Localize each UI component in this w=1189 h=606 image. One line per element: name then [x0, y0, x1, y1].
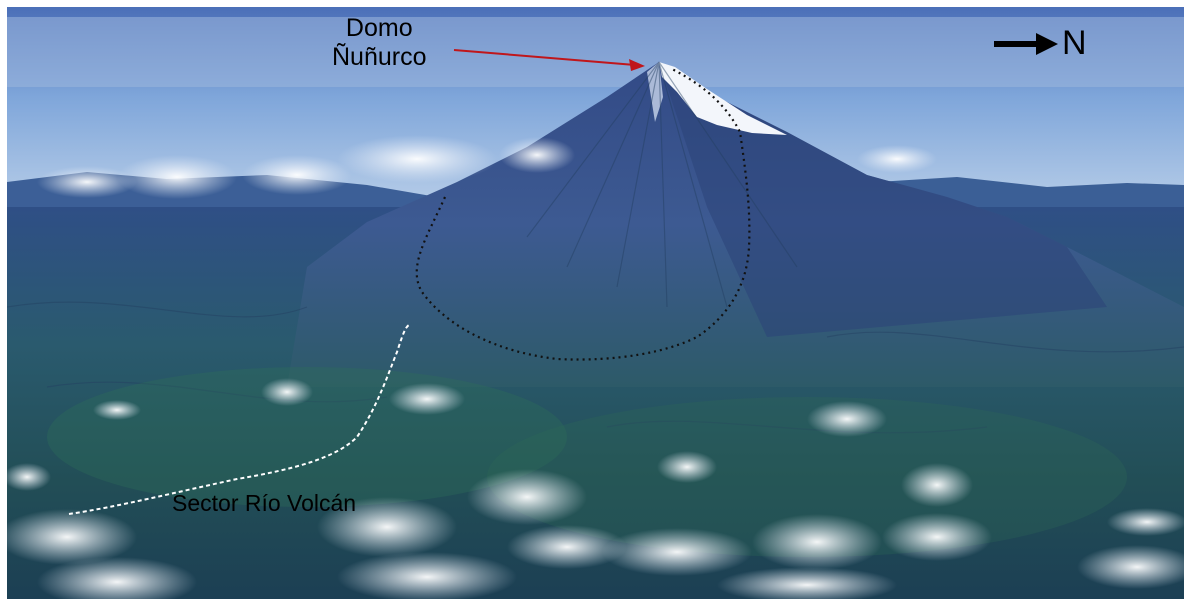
snow-cap [659, 62, 787, 135]
low-clouds [7, 378, 1184, 599]
sector-label: Sector Río Volcán [172, 490, 357, 516]
snow-streak [647, 62, 663, 122]
horizon-clouds [37, 135, 937, 199]
volcano-aerial-photo [7, 7, 1184, 599]
upper-cloud-band [7, 17, 1184, 87]
north-label: N [1062, 24, 1087, 62]
dome-pointer-arrowhead [629, 59, 645, 71]
ridge-lines [7, 61, 1184, 434]
north-indicator: N [994, 24, 1087, 63]
dome-label: Domo Ñuñurco [332, 14, 427, 71]
dome-pointer-line [453, 49, 636, 66]
arrow-right-icon [994, 32, 1058, 55]
